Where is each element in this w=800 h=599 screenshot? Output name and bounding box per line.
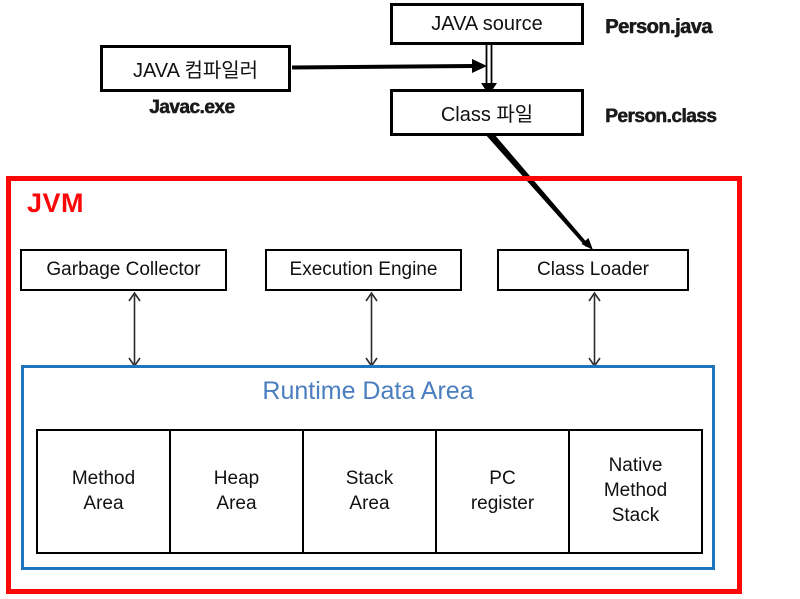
person-java-label: Person.java [605,16,712,38]
stack-area-cell: Stack Area [302,429,437,554]
class-file-box: Class 파일 [390,89,584,136]
arrow-compiler-to-flow [291,59,487,73]
class-loader-box: Class Loader [497,249,689,291]
garbage-collector-label: Garbage Collector [46,259,201,280]
jvm-container-box [6,176,742,594]
native-method-stack-cell: Native Method Stack [568,429,703,554]
method-area-cell: Method Area [36,429,171,554]
execution-engine-label: Execution Engine [289,259,438,280]
stack-area-label: Stack Area [345,467,394,514]
heap-area-cell: Heap Area [169,429,304,554]
java-source-label: JAVA source [431,12,543,35]
arrow-source-to-classfile [481,45,497,95]
java-compiler-box: JAVA 컴파일러 [100,45,291,92]
execution-engine-box: Execution Engine [265,249,462,291]
runtime-data-area-title: Runtime Data Area [262,377,474,405]
java-compiler-label: JAVA 컴파일러 [132,60,259,82]
person-class-label: Person.class [605,106,717,127]
javac-exe-label: Javac.exe [149,97,235,118]
pc-register-cell: PC register [435,429,570,554]
java-source-box: JAVA source [390,3,584,45]
native-method-stack-label: Native Method Stack [603,455,668,526]
runtime-data-area-table: Method Area Heap Area Stack Area PC regi… [36,429,703,554]
class-loader-label: Class Loader [537,259,649,280]
garbage-collector-box: Garbage Collector [20,249,227,291]
class-file-label: Class 파일 [440,104,534,126]
heap-area-label: Heap Area [213,467,260,514]
method-area-label: Method Area [71,467,136,514]
jvm-title: JVM [27,188,85,218]
pc-register-label: PC register [470,467,535,514]
